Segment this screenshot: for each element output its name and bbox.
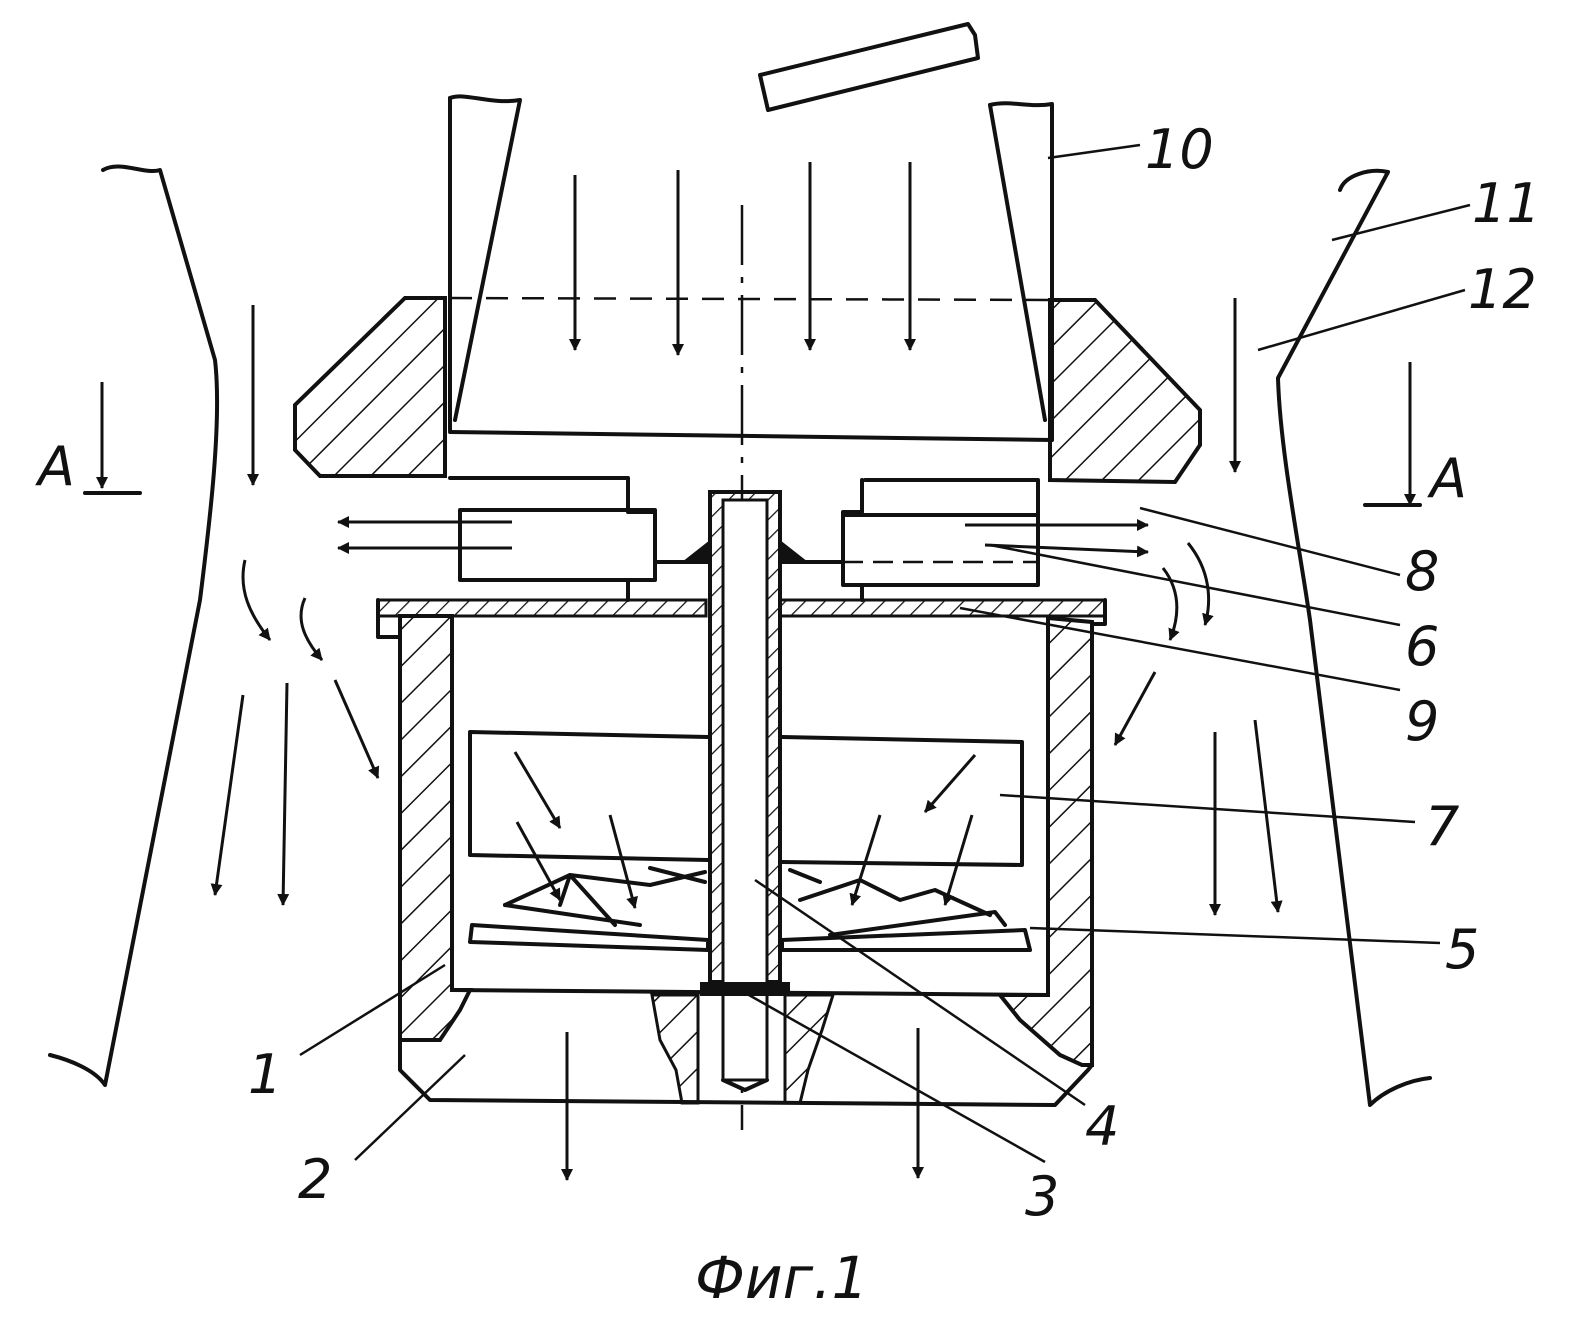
section-label-left: A — [35, 435, 75, 498]
leader-lines — [300, 145, 1470, 1162]
label-1: 1 — [248, 1043, 282, 1106]
label-9: 9 — [1405, 690, 1439, 753]
label-5: 5 — [1445, 918, 1479, 981]
top-plate — [760, 24, 978, 110]
label-12: 12 — [1468, 258, 1537, 321]
label-2: 2 — [298, 1148, 332, 1211]
label-3: 3 — [1025, 1165, 1059, 1228]
label-6: 6 — [1405, 615, 1439, 678]
outer-wall-left — [50, 166, 217, 1085]
label-10: 10 — [1145, 118, 1214, 181]
figure-caption: Фиг.1 — [695, 1244, 868, 1312]
annular-ring — [295, 298, 1200, 482]
nozzle — [450, 96, 1052, 440]
label-11: 11 — [1472, 172, 1541, 235]
label-8: 8 — [1405, 540, 1439, 603]
label-7: 7 — [1425, 795, 1459, 858]
section-label-right: A — [1427, 447, 1467, 510]
label-4: 4 — [1085, 1095, 1119, 1158]
